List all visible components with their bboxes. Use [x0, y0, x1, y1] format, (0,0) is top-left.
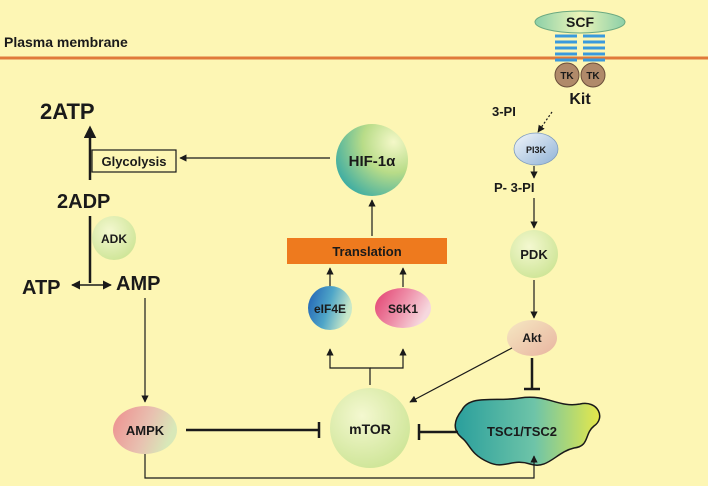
- mtor-fork-line-right: [370, 348, 407, 369]
- kit-label: Kit: [569, 91, 591, 108]
- eif4e-node: [308, 286, 352, 330]
- node-akt: Akt: [522, 331, 541, 345]
- node-tsc: TSC1/TSC2: [487, 424, 557, 439]
- pdk-node: [510, 230, 558, 278]
- node-amp: AMP: [116, 273, 160, 295]
- hif-node: [336, 124, 408, 196]
- node-3pi: 3-PI: [492, 104, 516, 119]
- node-ampk: AMPK: [126, 423, 165, 438]
- transmembrane-coils: [555, 34, 605, 62]
- adk-node: [92, 216, 136, 260]
- node-eif4e: eIF4E: [314, 302, 346, 316]
- node-s6k1: S6K1: [388, 302, 418, 316]
- node-atp: ATP: [22, 277, 61, 299]
- mtor-fork-line: [326, 348, 371, 385]
- tk-domain-right: [580, 62, 606, 88]
- mtor-node: [330, 388, 410, 468]
- node-mtor: mTOR: [349, 421, 391, 437]
- node-adk: ADK: [101, 232, 127, 246]
- node-pi3k: PI3K: [526, 145, 547, 155]
- s6k1-node: [375, 288, 431, 328]
- node-translation: Translation: [332, 244, 401, 259]
- arrow-kit-to-pi3k: [537, 111, 553, 133]
- node-2adp: 2ADP: [57, 191, 110, 213]
- node-p3pi: P- 3-PI: [494, 180, 534, 195]
- ampk-node: [113, 406, 177, 454]
- arrow-akt-to-mtor: [409, 347, 513, 403]
- glycolysis-box: [91, 149, 177, 173]
- arrow-ampk-to-tsc: [144, 454, 538, 479]
- node-hif: HIF-1α: [349, 153, 397, 170]
- tk-domain-left: [554, 62, 580, 88]
- tsc-complex-shape: [454, 396, 601, 466]
- tk-label-left: TK: [560, 71, 574, 82]
- scf-ligand: [534, 10, 626, 34]
- pi3k-node: [513, 132, 559, 166]
- node-pdk: PDK: [520, 247, 548, 262]
- scf-label: SCF: [566, 14, 594, 30]
- node-2atp: 2ATP: [40, 99, 95, 124]
- akt-node: [507, 320, 557, 356]
- kit-receptor: SCF TK TK Kit: [534, 10, 626, 108]
- tk-label-right: TK: [586, 71, 600, 82]
- translation-bar: [287, 238, 447, 264]
- plasma-membrane-label: Plasma membrane: [4, 34, 128, 50]
- node-glycolysis: Glycolysis: [101, 154, 166, 169]
